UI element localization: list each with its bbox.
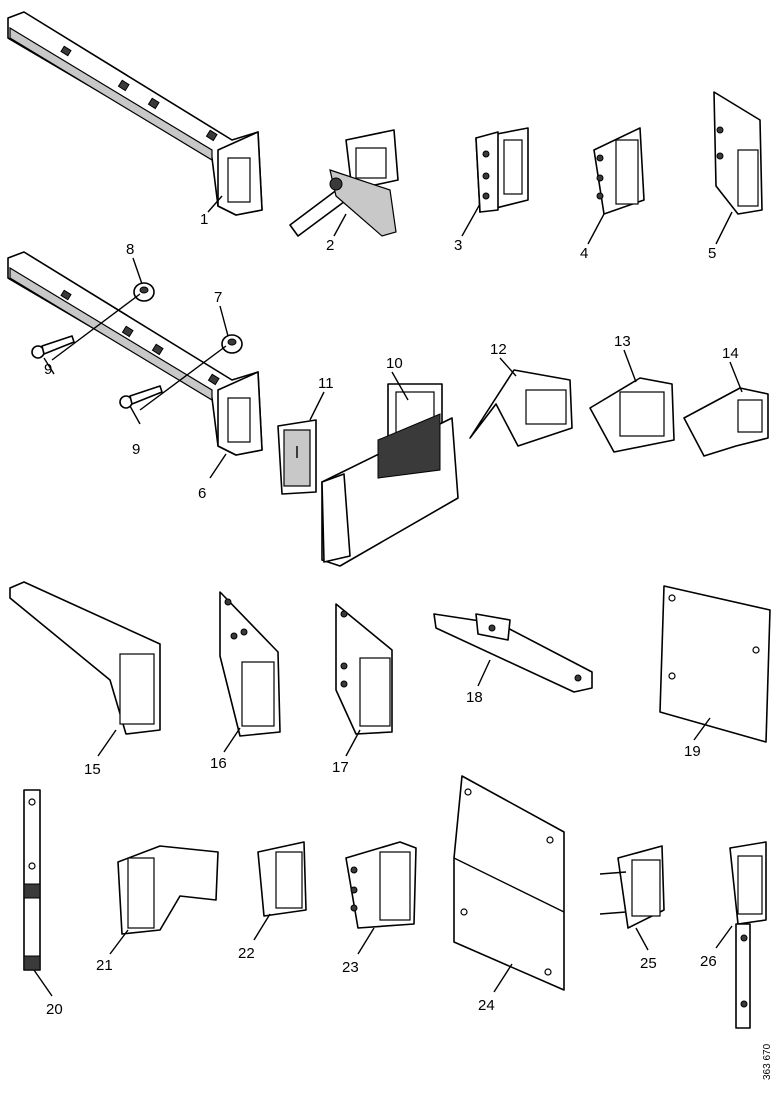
part-25-bracket — [599, 845, 665, 929]
callout-23: 23 — [342, 959, 359, 976]
callout-6: 6 — [198, 485, 206, 502]
part-11-plate — [277, 419, 317, 495]
part-21-bracket — [117, 845, 219, 935]
callout-18: 18 — [466, 689, 483, 706]
part-24-plate — [453, 775, 565, 991]
part-7-spacer — [221, 334, 243, 354]
callout-5: 5 — [708, 245, 716, 262]
callout-25: 25 — [640, 955, 657, 972]
part-5-bracket — [713, 91, 763, 215]
part-10-cover — [321, 383, 459, 567]
callout-20: 20 — [46, 1001, 63, 1018]
part-26-bracket — [729, 841, 767, 1029]
callout-22: 22 — [238, 945, 255, 962]
callout-24: 24 — [478, 997, 495, 1014]
callout-9b: 9 — [132, 441, 140, 458]
part-13-bracket — [589, 377, 675, 453]
part-22-bracket — [257, 841, 307, 917]
callout-14: 14 — [722, 345, 739, 362]
part-4-bracket — [593, 127, 645, 215]
part-20-strip — [23, 789, 41, 971]
callout-7: 7 — [214, 289, 222, 306]
part-23-bracket — [345, 841, 417, 929]
callout-11: 11 — [318, 375, 334, 392]
part-6-rail-bracket — [7, 251, 263, 456]
callout-13: 13 — [614, 333, 631, 350]
part-8-spacer — [133, 282, 155, 302]
callout-labels: 1 2 3 4 5 6 7 8 9 9 10 11 12 13 14 15 16… — [44, 211, 739, 1018]
callout-3: 3 — [454, 237, 462, 254]
callout-1: 1 — [200, 211, 208, 228]
callout-17: 17 — [332, 759, 349, 776]
callout-21: 21 — [96, 957, 113, 974]
part-14-bracket — [683, 387, 769, 457]
part-15-bracket — [9, 581, 161, 735]
part-18-strap — [433, 613, 593, 693]
callout-12: 12 — [490, 341, 507, 358]
callout-2: 2 — [326, 237, 334, 254]
part-16-bracket — [219, 591, 281, 737]
part-1-rail-bracket — [7, 11, 263, 216]
part-2-clamp-assembly — [289, 129, 399, 237]
reference-code: 363 670 — [762, 1043, 773, 1080]
callout-10: 10 — [386, 355, 403, 372]
part-17-bracket — [335, 603, 393, 735]
callout-9a: 9 — [44, 361, 52, 378]
part-19-plate — [659, 585, 771, 743]
callout-15: 15 — [84, 761, 101, 778]
callout-19: 19 — [684, 743, 701, 760]
callout-8: 8 — [126, 241, 134, 258]
part-12-bracket — [469, 369, 573, 447]
part-9-screw-b — [119, 385, 163, 409]
part-3-bracket — [475, 127, 529, 213]
part-9-screw-a — [31, 335, 75, 359]
callout-26: 26 — [700, 953, 717, 970]
callout-16: 16 — [210, 755, 227, 772]
leader-lines — [33, 195, 743, 997]
callout-4: 4 — [580, 245, 588, 262]
